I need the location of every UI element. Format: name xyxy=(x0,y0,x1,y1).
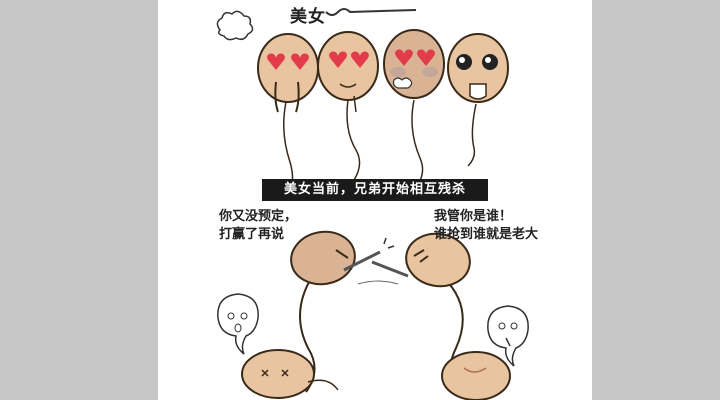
sword-icon xyxy=(343,237,409,285)
speech-bubble-right: 我管你是谁！ 谁抢到谁就是老大 xyxy=(434,208,538,244)
sperm-character-3 xyxy=(383,29,445,185)
fighting-sperm-right xyxy=(405,232,471,389)
sperm-character-4 xyxy=(447,33,509,167)
speech-line: 打赢了再说 xyxy=(219,227,285,242)
steam-icon xyxy=(392,77,413,89)
sperm-character-1 xyxy=(257,33,319,201)
banner-caption: 美女当前，兄弟开始相互残杀 xyxy=(262,179,488,201)
speech-line: 我管你是谁！ xyxy=(434,209,513,224)
speech-line: 你又没预定， xyxy=(219,209,298,224)
comic-panel: 美女 美女当前，兄弟开始相互残杀 你又没预定， 打赢了再说 我管你是谁！ 谁抢到… xyxy=(158,0,592,400)
top-caption: 美女 xyxy=(290,7,326,27)
sperm-character-2 xyxy=(317,31,379,181)
steam-icon xyxy=(216,10,254,41)
comic-illustration xyxy=(216,8,529,400)
ghost-icon-left xyxy=(217,293,259,355)
left-margin xyxy=(0,0,158,400)
fallen-sperm-left xyxy=(241,349,339,399)
speech-bubble-left: 你又没预定， 打赢了再说 xyxy=(219,208,297,244)
right-margin xyxy=(592,0,720,400)
star-eye-icon xyxy=(456,54,498,70)
caption-wave-line xyxy=(325,8,417,16)
speech-line: 谁抢到谁就是老大 xyxy=(434,227,539,242)
ghost-icon-right xyxy=(487,305,529,367)
fallen-sperm-right xyxy=(441,351,511,400)
